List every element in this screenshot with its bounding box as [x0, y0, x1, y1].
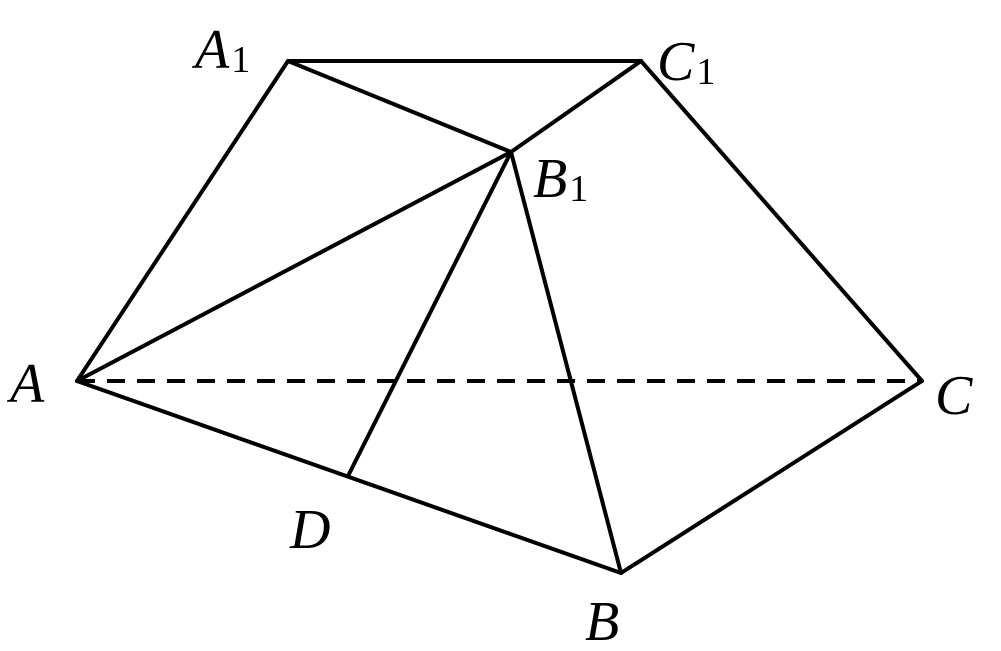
edge-A1-B1	[286, 59, 513, 154]
edge-B-B1	[509, 150, 623, 575]
vertex-label-A: A	[6, 353, 45, 415]
vertex-label-D: D	[289, 499, 330, 561]
vertex-label-C: C	[935, 365, 973, 427]
vertex-label-B1: B1	[533, 148, 588, 210]
edge-A-B1	[75, 150, 513, 383]
vertex-label-C1: C1	[657, 31, 715, 93]
edges-group	[75, 59, 924, 575]
vertex-label-A1: A1	[191, 19, 250, 81]
edge-C-C1	[639, 59, 924, 383]
edge-B-C	[619, 379, 924, 575]
edge-A-A1	[75, 59, 290, 383]
edge-D-B1	[346, 150, 513, 478]
vertex-label-B: B	[585, 591, 619, 651]
labels-group: A1 C1 B1 A C D B	[6, 19, 973, 651]
edge-B1-C1	[509, 59, 643, 154]
